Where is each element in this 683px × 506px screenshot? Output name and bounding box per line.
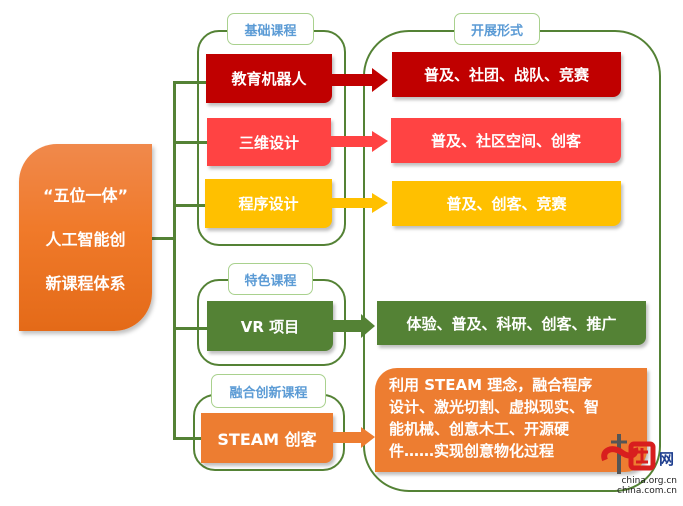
steam-desc-line-2: 设计、激光切割、虚拟现实、智 bbox=[389, 398, 600, 416]
tree-trunk bbox=[173, 81, 176, 438]
forms-programming: 普及、创客、竞赛 bbox=[392, 181, 621, 226]
tag-featured-courses: 特色课程 bbox=[228, 263, 313, 295]
course-programming: 程序设计 bbox=[205, 179, 332, 228]
arrow-3d bbox=[331, 131, 388, 152]
logo-urls: china.org.cn china.com.cn bbox=[593, 476, 677, 496]
china-net-logo: 网 china.org.cn china.com.cn bbox=[593, 430, 679, 500]
branch-vr bbox=[173, 327, 209, 330]
forms-education-robot: 普及、社团、战队、竞赛 bbox=[392, 52, 621, 97]
root-line-3: 新课程体系 bbox=[45, 273, 126, 293]
forms-vr-project: 体验、普及、科研、创客、推广 bbox=[377, 301, 646, 345]
steam-desc-line-4: 件……实现创意物化过程 bbox=[389, 442, 555, 460]
root-line-2: 人工智能创 bbox=[45, 229, 126, 249]
china-logo-icon bbox=[601, 434, 656, 474]
forms-3d-design: 普及、社区空间、创客 bbox=[391, 118, 621, 163]
arrow-robot bbox=[332, 68, 388, 92]
tag-integrated-courses: 融合创新课程 bbox=[211, 374, 326, 408]
logo-url-1: china.org.cn bbox=[621, 476, 677, 486]
branch-programming bbox=[173, 204, 209, 207]
arrow-programming bbox=[332, 193, 388, 213]
branch-steam bbox=[173, 437, 209, 440]
course-steam-maker: STEAM 创客 bbox=[201, 413, 333, 463]
root-node: “五位一体” 人工智能创 新课程体系 bbox=[19, 144, 152, 331]
branch-3d bbox=[173, 141, 209, 144]
logo-url-2: china.com.cn bbox=[617, 486, 677, 496]
arrow-steam bbox=[333, 427, 375, 448]
logo-brand: 网 bbox=[659, 450, 675, 468]
steam-desc-line-1: 利用 STEAM 理念，融合程序 bbox=[389, 376, 593, 394]
branch-robot bbox=[173, 81, 209, 84]
course-3d-design: 三维设计 bbox=[207, 118, 331, 166]
course-vr-project: VR 项目 bbox=[207, 301, 333, 351]
forms-steam-maker: 利用 STEAM 理念，融合程序 设计、激光切割、虚拟现实、智 能机械、创意木工… bbox=[375, 368, 647, 472]
tag-basic-courses: 基础课程 bbox=[227, 13, 314, 45]
course-education-robot: 教育机器人 bbox=[206, 54, 332, 103]
root-line-1: “五位一体” bbox=[42, 185, 129, 205]
tag-forms: 开展形式 bbox=[454, 13, 540, 45]
arrow-vr bbox=[333, 314, 375, 338]
steam-desc-line-3: 能机械、创意木工、开源硬 bbox=[389, 420, 570, 438]
root-connector bbox=[152, 237, 174, 240]
